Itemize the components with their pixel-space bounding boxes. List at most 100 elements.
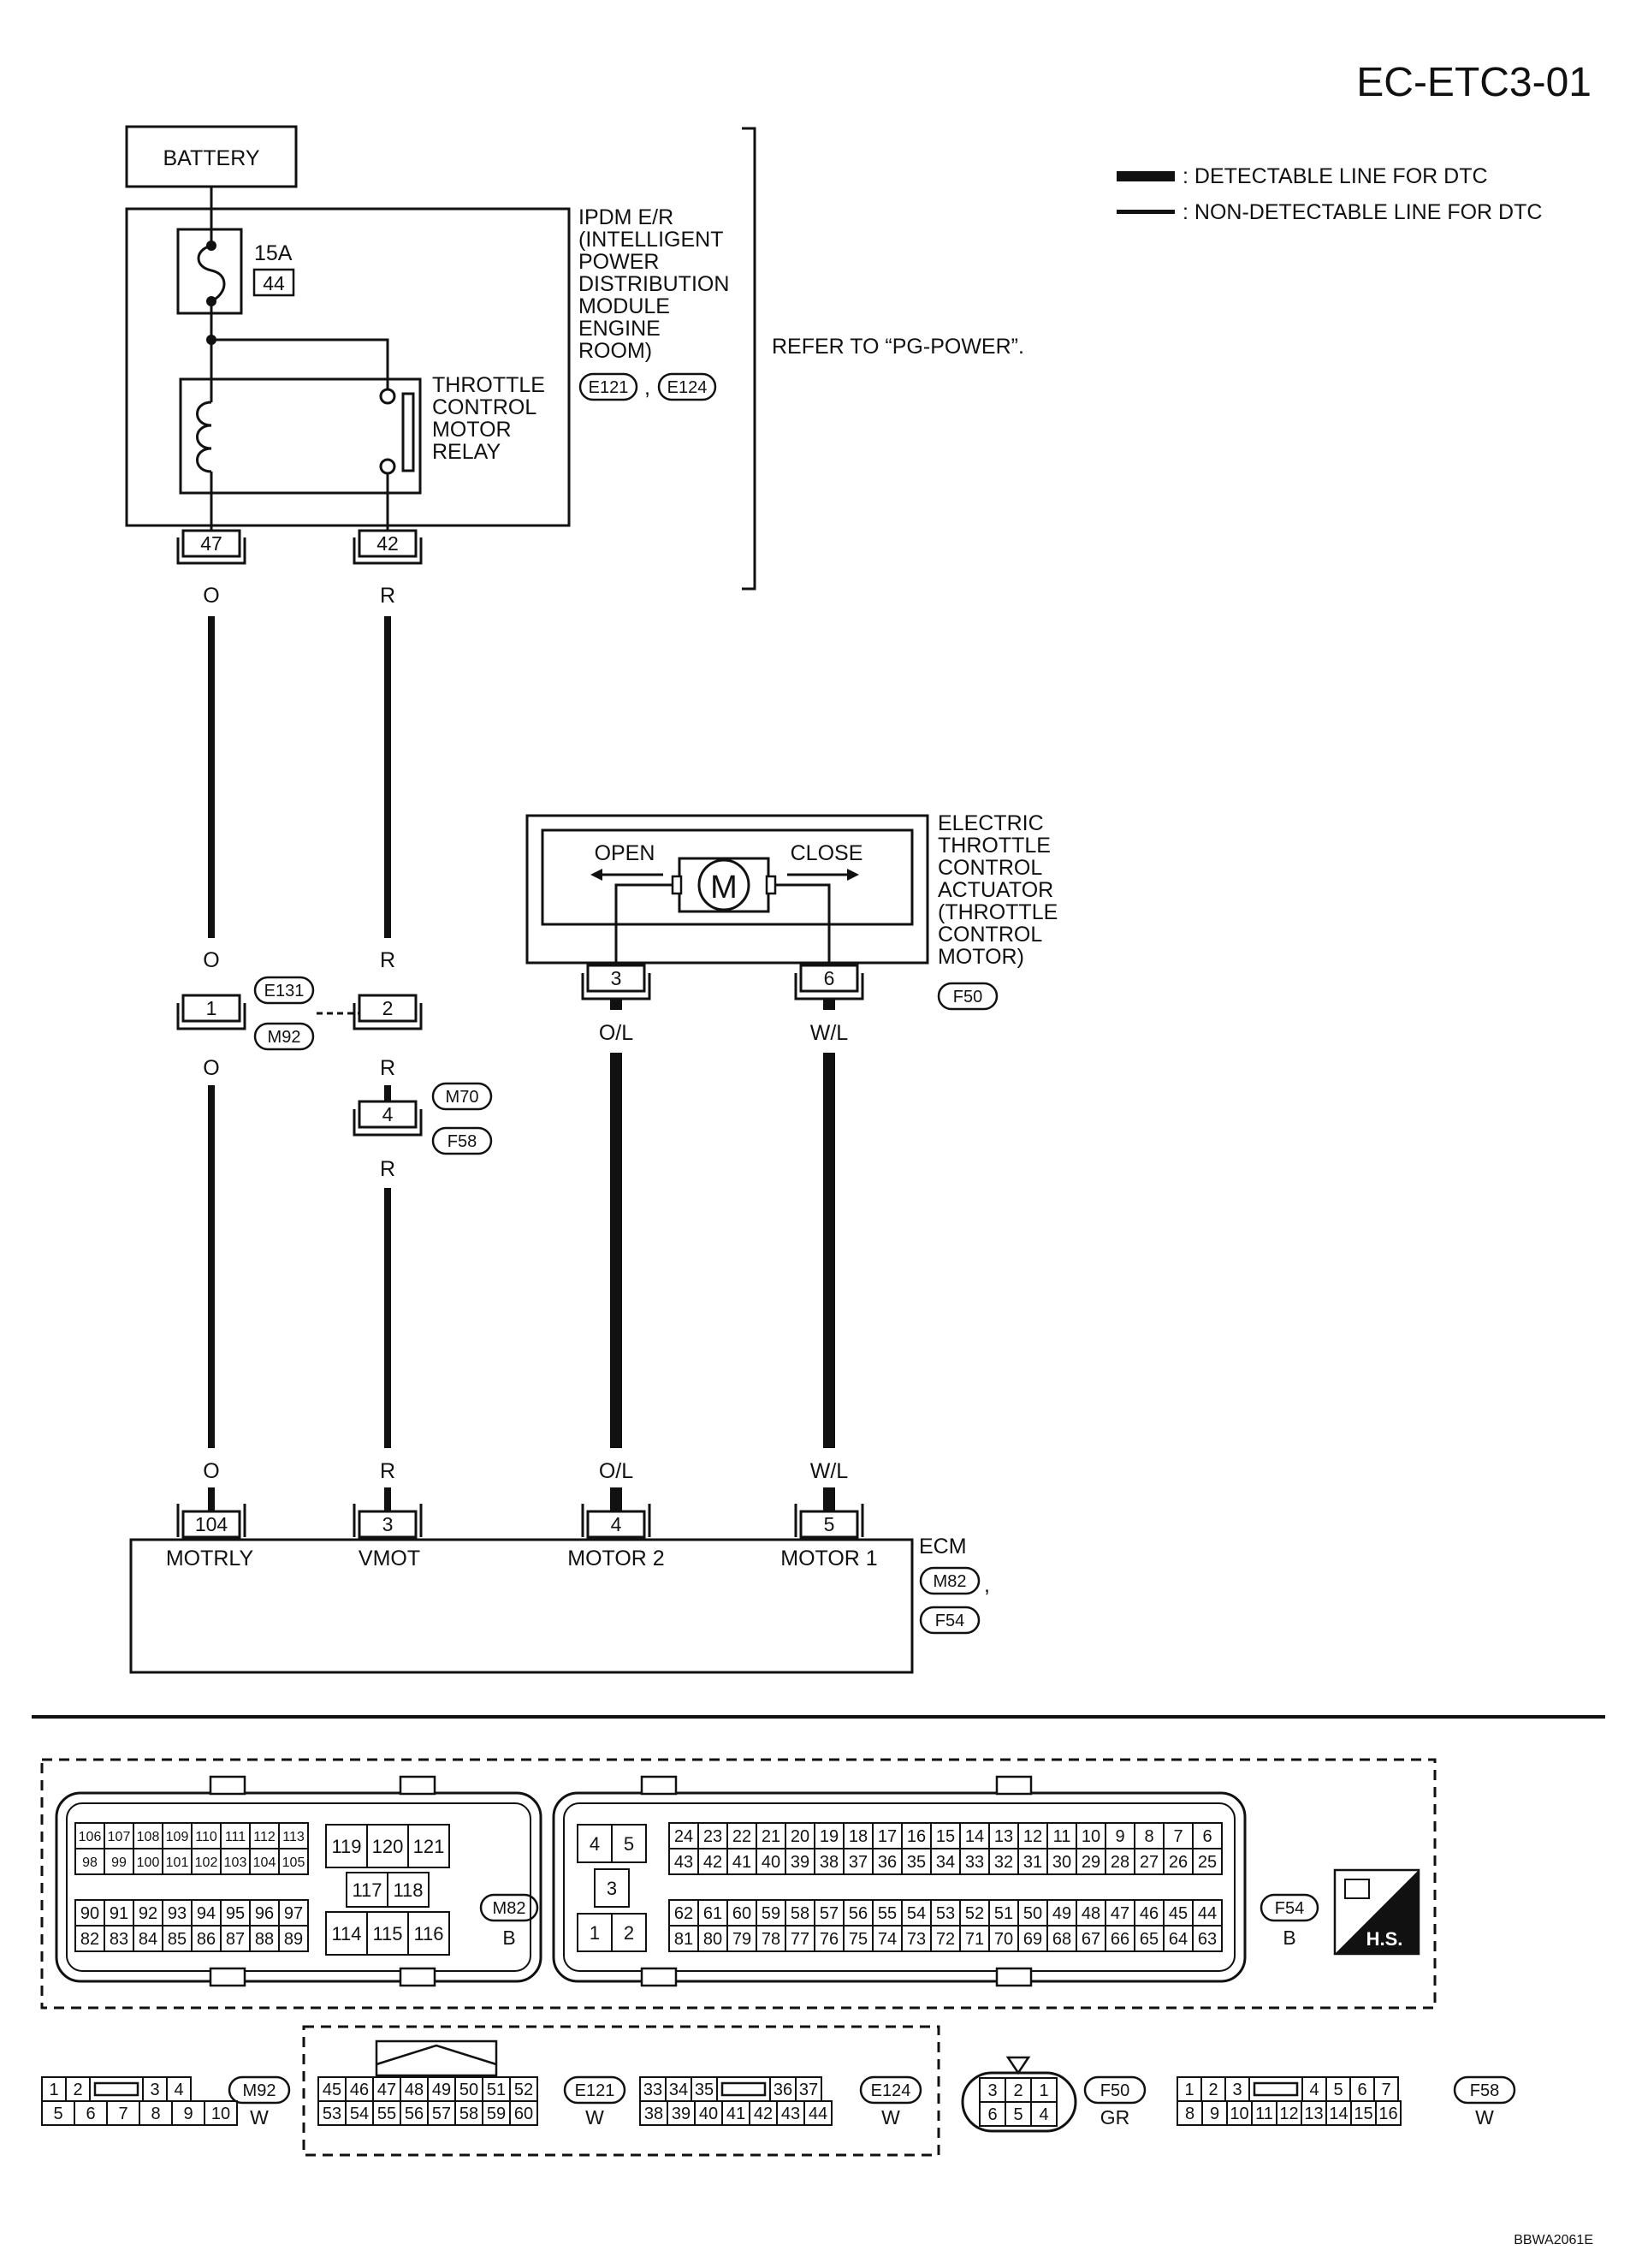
pin-number: 79 (732, 1930, 751, 1949)
pin-number: 74 (878, 1930, 897, 1949)
connector-color: W (585, 2106, 604, 2128)
ipdm-line: MODULE (578, 294, 670, 318)
connector-color: W (1475, 2106, 1494, 2128)
connector-tag-e131 (253, 976, 315, 1005)
connector-color: W (250, 2106, 269, 2128)
cavity (1192, 1925, 1223, 1952)
cavity (726, 1899, 757, 1927)
wire-color-o: O (203, 1056, 219, 1080)
pin-number: 97 (284, 1904, 303, 1923)
pin-number: 52 (965, 1904, 984, 1923)
pin-number: 65 (1140, 1930, 1159, 1949)
cavity (988, 1848, 1019, 1875)
cavity (191, 1899, 222, 1927)
relay-label-line: THROTTLE (432, 373, 545, 397)
pin-number: 99 (111, 1855, 127, 1870)
fuse-element (197, 244, 226, 303)
pin-number: 11 (1255, 2105, 1273, 2123)
pin-number: 21 (762, 1827, 780, 1846)
pin-number: 114 (331, 1923, 361, 1944)
terminal-2-socket (353, 1003, 423, 1030)
connector-tag (563, 2075, 626, 2105)
close-label: CLOSE (791, 841, 863, 865)
pin-number: 57 (820, 1904, 839, 1923)
locking-tab (93, 2081, 139, 2097)
cavity (1192, 1899, 1223, 1927)
wire-color-r: R (380, 948, 395, 972)
pin-number: 40 (699, 2105, 718, 2123)
legend-detectable-text: : DETECTABLE LINE FOR DTC (1183, 164, 1488, 188)
wire-color-ol: O/L (599, 1459, 633, 1483)
pin-number: 27 (1140, 1853, 1159, 1872)
connector-color: B (1283, 1927, 1295, 1949)
cavity (872, 1848, 903, 1875)
terminal-42-label: 42 (376, 532, 399, 555)
cavity (814, 1822, 845, 1849)
terminal-104-label: 104 (195, 1513, 228, 1535)
terminal-47-socket (176, 537, 246, 565)
pin-number: 6 (987, 2105, 997, 2124)
connector-color: W (881, 2106, 900, 2128)
pin-number: 31 (1023, 1853, 1042, 1872)
motor-symbol: M (710, 870, 738, 905)
housing-latch (995, 1967, 1033, 1987)
pin-number: 90 (80, 1904, 99, 1923)
pin-number: 61 (703, 1904, 722, 1923)
housing-latch (640, 1775, 678, 1796)
pin-number: 16 (907, 1827, 926, 1846)
relay-label: THROTTLE CONTROL MOTOR RELAY (432, 373, 545, 464)
pin-number: 37 (849, 1853, 868, 1872)
relay-switch-bar (401, 392, 415, 472)
pin-number: 59 (487, 2105, 506, 2123)
pin-number: 10 (1082, 1827, 1100, 1846)
pin-number: 39 (672, 2105, 691, 2123)
pin-number: 38 (644, 2105, 663, 2123)
terminal-3-socket (581, 973, 651, 1000)
terminal-5-ecm-label: 5 (824, 1513, 835, 1535)
wire-color-r: R (380, 1459, 395, 1483)
cavity (668, 1848, 699, 1875)
cavity (372, 2076, 401, 2102)
housing-latch (399, 1967, 436, 1987)
connector-tag-f50-text: F50 (953, 988, 982, 1006)
pin-number: 95 (226, 1904, 245, 1923)
cavity (1076, 1822, 1106, 1849)
cavity (89, 2076, 144, 2102)
cavity (785, 1925, 815, 1952)
ecm-pin-vmot: VMOT (359, 1547, 420, 1570)
pin-number: 85 (168, 1930, 187, 1949)
connector-color: GR (1100, 2106, 1130, 2128)
cavity (756, 1848, 786, 1875)
cavity (1046, 1848, 1077, 1875)
hs-badge-fill (1335, 1870, 1419, 1954)
cavity (1373, 2076, 1399, 2102)
pin-number: 28 (1111, 1853, 1129, 1872)
pin-number: 64 (1169, 1930, 1188, 1949)
cavity (278, 1899, 309, 1927)
pin-number: 17 (878, 1827, 897, 1846)
connector-tag-f54-text: F54 (935, 1612, 964, 1630)
relay-box (179, 377, 422, 495)
pin-number: 66 (1111, 1930, 1129, 1949)
pin-number: 36 (878, 1853, 897, 1872)
actuator-line: CONTROL (938, 923, 1042, 947)
pin-number: 43 (781, 2105, 800, 2123)
actuator-line: THROTTLE (938, 834, 1051, 858)
terminal-4-m70 (358, 1100, 418, 1129)
fuse-number: 44 (263, 272, 285, 294)
pin-number: 82 (80, 1930, 99, 1949)
pin-number: 45 (323, 2081, 341, 2099)
cavity (482, 2100, 511, 2126)
refer-text: REFER TO “PG-POWER”. (772, 335, 1024, 359)
motor-icon (697, 858, 750, 911)
actuator-line: ACTUATOR (938, 878, 1053, 902)
pin-number: 49 (1052, 1904, 1071, 1923)
cavity (1350, 2100, 1377, 2126)
pin-number: 102 (195, 1855, 218, 1870)
cavity (577, 1913, 613, 1952)
pin-number: 91 (110, 1904, 128, 1923)
pin-number: 49 (432, 2081, 451, 2099)
pin-number: 1 (1184, 2081, 1194, 2099)
terminal-47 (181, 529, 241, 558)
cavity (139, 2100, 173, 2126)
